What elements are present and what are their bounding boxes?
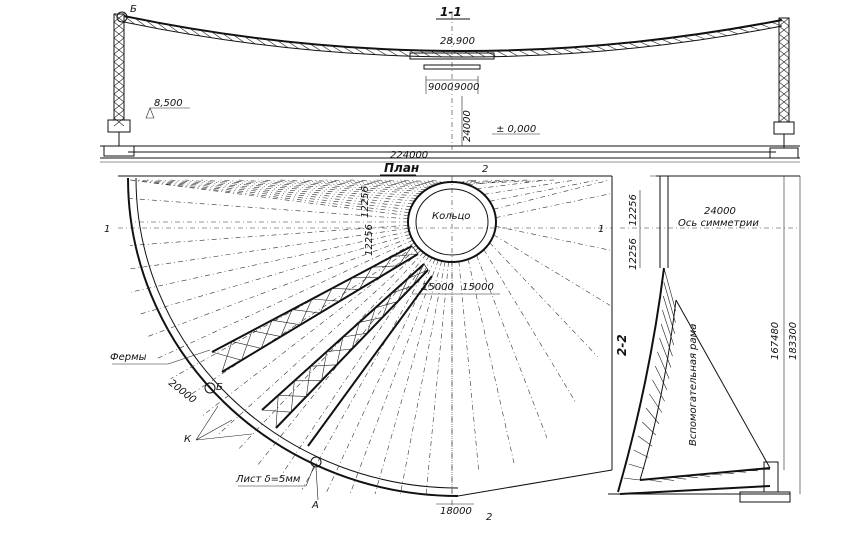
plan-title: План [384, 161, 419, 175]
section-mark-2-bottom: 2 [486, 512, 492, 523]
height-dim-24000: 24000 [462, 110, 473, 142]
left-mast [103, 11, 135, 157]
plan-view: План Кольцо 12256 12256 15000 15000 2 [104, 161, 613, 523]
section-mark-1-right: 1 [598, 224, 604, 235]
dim-183300: 183300 [788, 322, 799, 360]
dim-12256-a: 12256 [628, 194, 639, 226]
section-mark-1-left: 1 [104, 224, 110, 235]
label-sheet: Лист δ=5мм [235, 474, 301, 485]
label-b: Б [216, 382, 223, 393]
top-elevation: 28,900 [440, 36, 475, 47]
dim-18000: 18000 [440, 506, 472, 517]
right-mast [769, 17, 799, 159]
section-1-1: 1-1 28,900 9000 9000 24000 8,500 ± 0,000… [100, 4, 800, 163]
axis-of-symmetry: Ось симметрии [678, 218, 759, 229]
zero-elevation: ± 0,000 [496, 124, 536, 135]
dim-ring-1: 12256 [360, 186, 371, 218]
dim-167480: 167480 [770, 322, 781, 360]
section-2-2: 2-2 12256 12256 24000 Ось симметрии Вспо… [608, 175, 801, 503]
dim-12256-b: 12256 [628, 238, 639, 270]
plan-main-trusses [211, 245, 433, 447]
label-trusses: Фермы [110, 352, 147, 363]
low-elevation: 8,500 [154, 98, 183, 109]
dim-15000-right: 15000 [462, 282, 494, 293]
ring-label: Кольцо [432, 211, 470, 222]
section-1-1-title: 1-1 [440, 5, 462, 19]
span-224000: 224000 [390, 150, 428, 161]
node-b-label: Б [130, 4, 137, 15]
label-k: К [184, 434, 192, 445]
section-2-2-title: 2-2 [615, 334, 629, 356]
dim-20000: 20000 [166, 378, 198, 406]
section-mark-2-top: 2 [482, 164, 488, 175]
plan-outer-arc [127, 177, 459, 497]
dim-15000-left: 15000 [422, 282, 454, 293]
dim-24000-section: 24000 [704, 206, 736, 217]
label-a: А [311, 500, 319, 511]
aux-frame-label: Вспомогательная рама [688, 324, 699, 446]
dim-9000-right: 9000 [454, 82, 479, 93]
dim-ring-2: 12256 [364, 224, 375, 256]
dim-9000-left: 9000 [428, 82, 453, 93]
